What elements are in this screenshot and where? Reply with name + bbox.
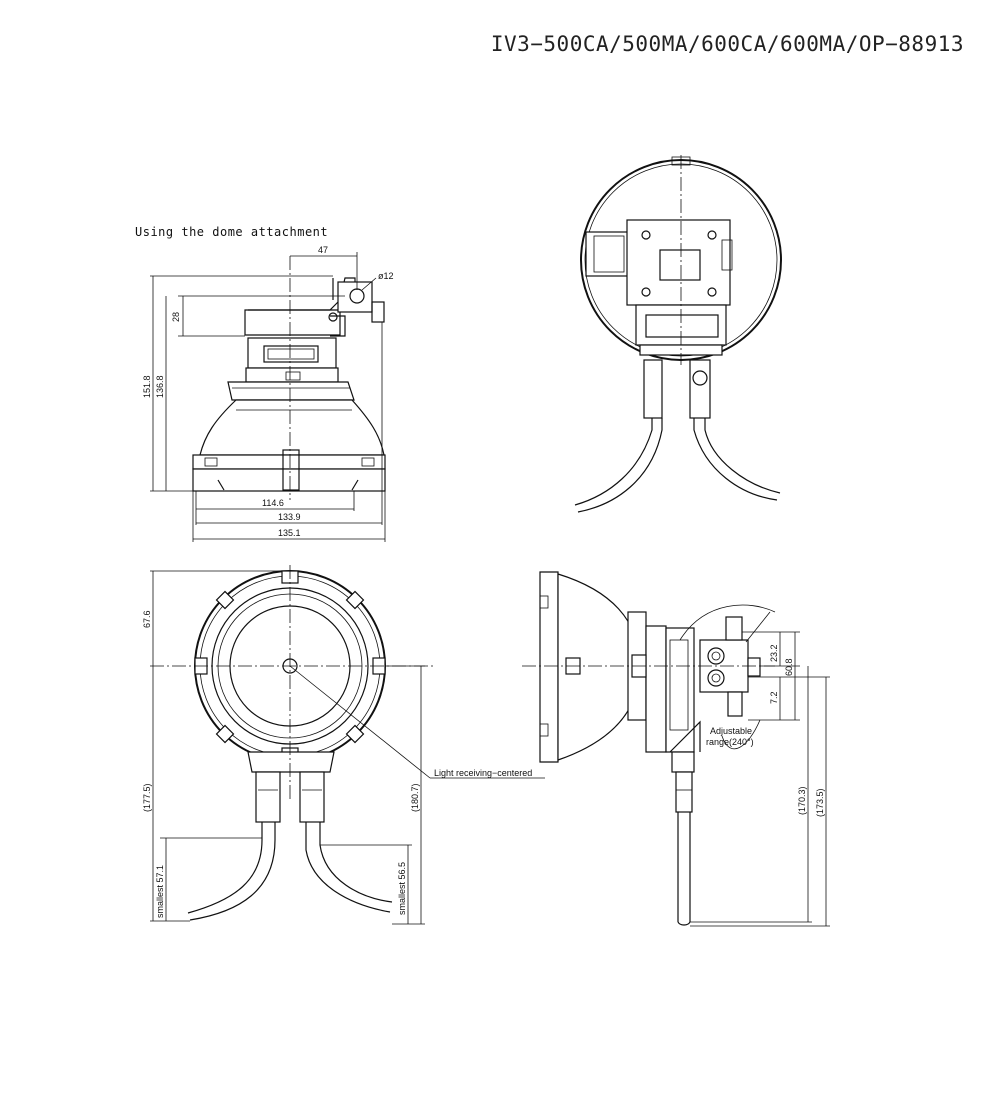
rear-view (574, 155, 782, 513)
front-view: Light receiving−centered (150, 565, 545, 921)
dim-170-3: (170.3) (797, 786, 807, 815)
dim-dia12: ø12 (378, 271, 394, 281)
note-light-centered: Light receiving−centered (434, 768, 532, 778)
dim-133-9: 133.9 (278, 512, 301, 522)
dim-173-5: (173.5) (815, 788, 825, 817)
side-view-right: Adjustable range(240°) (522, 571, 776, 926)
dim-136-8: 136.8 (155, 375, 165, 398)
view-caption: Using the dome attachment (135, 225, 329, 239)
dim-47: 47 (318, 245, 328, 255)
dim-114-6: 114.6 (262, 498, 284, 508)
dim-177-5: (177.5) (142, 783, 152, 812)
dim-180-7: (180.7) (410, 783, 420, 812)
note-adjustable-2: range(240°) (706, 737, 754, 747)
dim-60-8: 60.8 (784, 658, 794, 676)
front-view-dimensions: 67.6 (177.5) smallest 57.1 (180.7) small… (142, 570, 425, 925)
side-view-dimensions: 47 ø12 28 151.8 136.8 114.6 133.9 135.1 (142, 245, 394, 542)
dim-151-8: 151.8 (142, 375, 152, 398)
dim-23-2: 23.2 (769, 644, 779, 662)
model-title: IV3−500CA/500MA/600CA/600MA/OP−88913 (490, 32, 964, 56)
dim-smallest-56-5: smallest 56.5 (397, 862, 407, 915)
dim-135-1: 135.1 (278, 528, 301, 538)
dim-7-2: 7.2 (769, 691, 779, 704)
dim-smallest-57-1: smallest 57.1 (155, 865, 165, 918)
note-adjustable-1: Adjustable (710, 726, 752, 736)
dim-28: 28 (171, 312, 181, 322)
dim-67-6: 67.6 (142, 610, 152, 628)
side-view-dome (192, 256, 386, 500)
side-view-right-dimensions: 23.2 60.8 7.2 (170.3) (173.5) (690, 631, 830, 927)
